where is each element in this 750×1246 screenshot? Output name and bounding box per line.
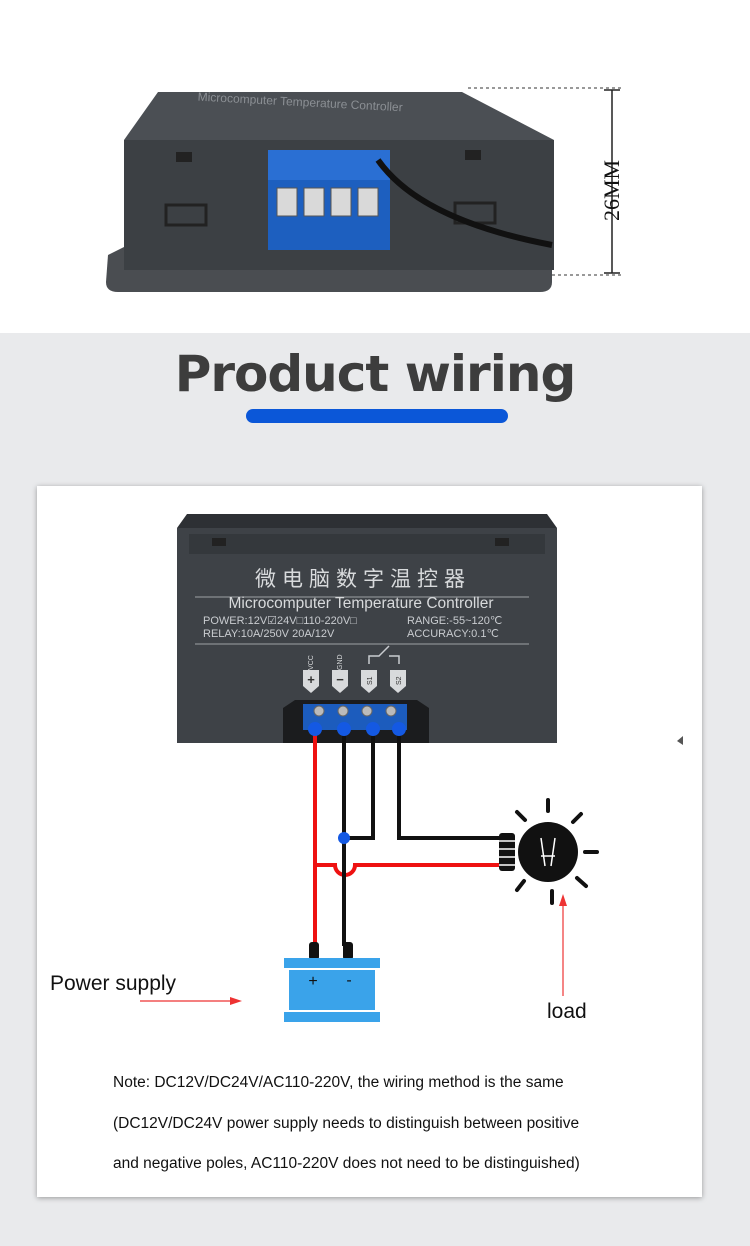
power-supply-label: Power supply bbox=[50, 972, 177, 995]
battery-icon: + - bbox=[284, 942, 380, 1022]
device-range-line: RANGE:-55~120℃ bbox=[407, 615, 502, 627]
device-relay-line: RELAY:10A/250V 20A/12V bbox=[203, 628, 335, 640]
controller-device: 微电脑数字温控器 Microcomputer Temperature Contr… bbox=[177, 514, 557, 743]
dimension-label: 26MM bbox=[599, 159, 624, 221]
svg-text:+: + bbox=[307, 672, 315, 687]
note-line-2: (DC12V/DC24V power supply needs to disti… bbox=[113, 1115, 580, 1132]
section-title: Product wiring bbox=[174, 345, 577, 403]
controller-side-view: Microcomputer Temperature Controller bbox=[106, 87, 622, 292]
wire-junctions bbox=[308, 722, 406, 844]
terminal-label-s1: S1 bbox=[367, 676, 374, 685]
load-label: load bbox=[547, 1000, 587, 1023]
terminal-label-s2: S2 bbox=[396, 676, 403, 685]
device-accuracy-line: ACCURACY:0.1℃ bbox=[407, 628, 499, 640]
terminal-label-vcc: VCC bbox=[308, 655, 315, 670]
battery-plus: + bbox=[308, 973, 317, 990]
battery-minus: - bbox=[346, 972, 351, 989]
arrows bbox=[140, 736, 683, 1005]
terminal-label-gnd: GND bbox=[337, 654, 344, 670]
device-power-line: POWER:12V☑24V□110-220V□ bbox=[203, 615, 357, 627]
wiring-diagram-card: 微电脑数字温控器 Microcomputer Temperature Contr… bbox=[37, 486, 702, 1197]
device-chinese-title: 微电脑数字温控器 bbox=[255, 567, 471, 591]
note-line-3: and negative poles, AC110-220V does not … bbox=[113, 1155, 580, 1172]
svg-text:−: − bbox=[336, 672, 344, 687]
title-underline bbox=[246, 409, 508, 423]
note-line-1: Note: DC12V/DC24V/AC110-220V, the wiring… bbox=[113, 1074, 564, 1091]
light-bulb-icon bbox=[499, 798, 599, 905]
device-english-title: Microcomputer Temperature Controller bbox=[228, 595, 493, 612]
wiring-diagram: 微电脑数字温控器 Microcomputer Temperature Contr… bbox=[140, 514, 683, 1022]
product-side-photo: Microcomputer Temperature Controller 26M… bbox=[0, 0, 750, 333]
